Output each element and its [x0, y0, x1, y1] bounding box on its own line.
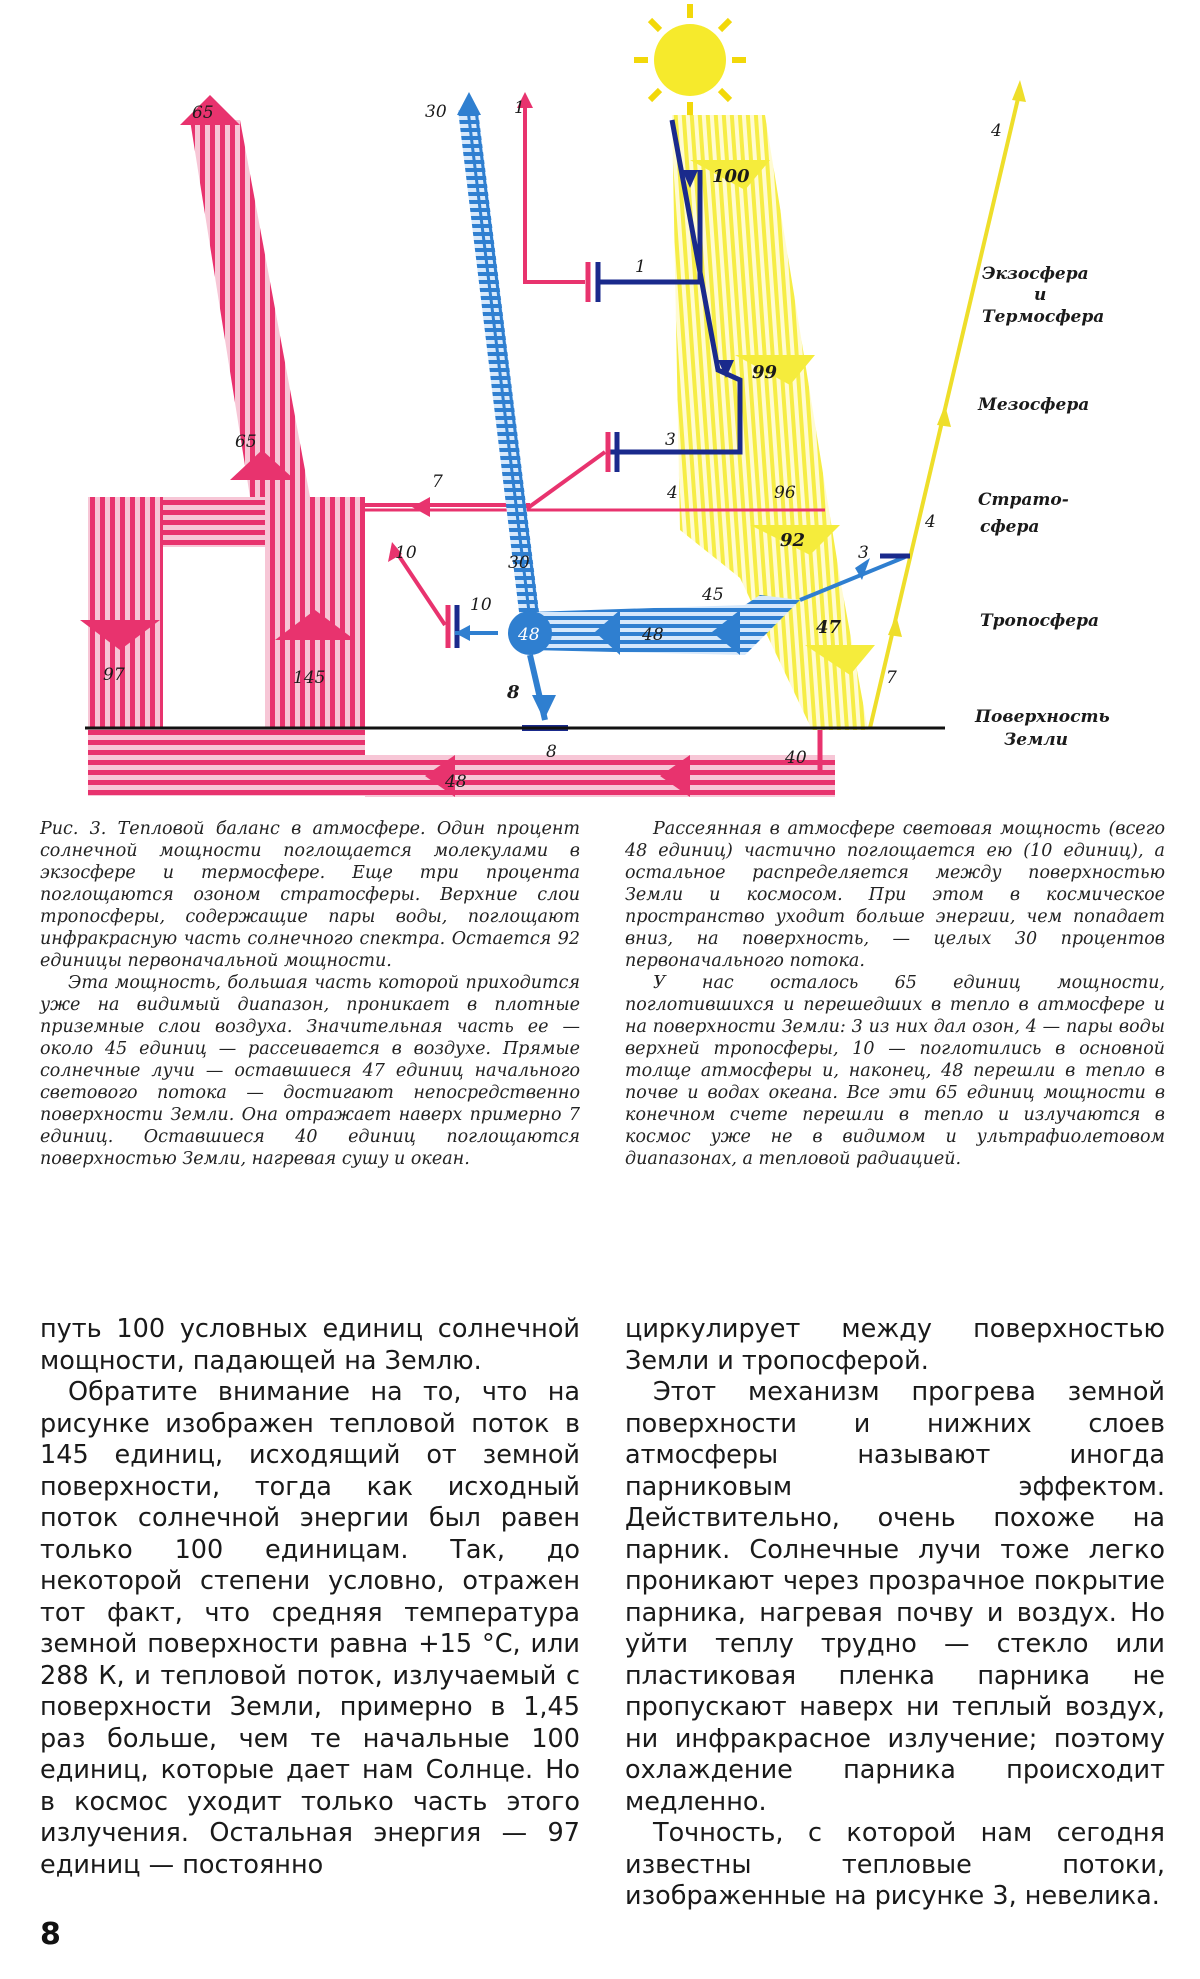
label-92: 92	[780, 530, 805, 551]
label-65-mid: 65	[235, 432, 257, 452]
pink-line-3	[525, 452, 605, 510]
body-paragraph: путь 100 условных единиц солнечной мощно…	[40, 1314, 580, 1377]
label-3: 3	[665, 430, 676, 450]
layer-mesosphere: Мезосфера	[977, 395, 1089, 415]
label-1-top: 1	[514, 98, 525, 118]
label-1: 1	[635, 257, 646, 277]
label-97: 97	[103, 665, 125, 685]
heat-box-bottom	[88, 728, 365, 796]
label-99: 99	[752, 362, 778, 383]
layer-surface-2: Земли	[1004, 730, 1068, 750]
label-10-left: 10	[470, 595, 492, 615]
reflected-arrowhead-mid	[937, 405, 951, 427]
caption-paragraph: Рис. 3. Тепловой баланс в атмосфере. Оди…	[40, 818, 580, 972]
label-30-mid: 30	[508, 553, 530, 573]
label-4-right: 4	[924, 512, 936, 532]
body-paragraph: Точность, с которой нам сегодня известны…	[625, 1818, 1165, 1913]
layer-exosphere: Экзосфера	[982, 264, 1089, 284]
body-paragraph: циркулирует между поверхностью Земли и т…	[625, 1314, 1165, 1377]
caption-paragraph: У нас осталось 65 единиц мощности, погло…	[625, 972, 1165, 1170]
label-100: 100	[712, 166, 750, 187]
label-40: 40	[784, 748, 807, 768]
label-4: 4	[666, 483, 678, 503]
label-4-top: 4	[990, 121, 1002, 141]
arrowhead-8-blue	[532, 695, 556, 720]
body-text-left: путь 100 условных единиц солнечной мощно…	[40, 1314, 580, 1881]
label-48-bottom: 48	[444, 772, 467, 792]
label-8-bottom: 8	[546, 742, 557, 762]
label-7-right: 7	[886, 668, 897, 688]
label-3-right: 3	[858, 543, 869, 563]
label-45: 45	[701, 585, 724, 605]
caption-paragraph: Эта мощность, большая часть которой прих…	[40, 972, 580, 1170]
body-paragraph: Этот механизм прогрева земной поверхност…	[625, 1377, 1165, 1818]
layer-stratosphere-1: Страто-	[978, 490, 1069, 510]
sun-icon	[634, 4, 746, 116]
reflected-arrowhead	[1012, 80, 1026, 102]
heat-column-97	[88, 497, 163, 727]
arrowhead-7	[412, 497, 430, 517]
heat-balance-diagram: 65 65 30 1 100 1 4 99 3 7 4 96 10 30 92 …	[0, 0, 1200, 820]
scattered-beam-horizontal	[530, 595, 800, 655]
layer-and: и	[1034, 285, 1046, 305]
label-30-top: 30	[425, 102, 447, 122]
reflected-arrowhead-low	[888, 615, 902, 637]
arrowhead-30-top	[457, 92, 481, 115]
label-10: 10	[395, 543, 417, 563]
label-65-top: 65	[192, 103, 214, 123]
page-number: 8	[40, 1917, 61, 1952]
figure-caption-right: Рассеянная в атмосфере световая мощность…	[625, 818, 1165, 1170]
layer-surface-1: Поверхность	[974, 707, 1110, 727]
label-8: 8	[506, 682, 520, 703]
caption-paragraph: Рассеянная в атмосфере световая мощность…	[625, 818, 1165, 972]
label-47: 47	[816, 617, 842, 638]
label-7: 7	[432, 472, 443, 492]
layer-stratosphere-2: сфера	[980, 517, 1039, 537]
body-paragraph: Обратите внимание на то, что на рисунке …	[40, 1377, 580, 1881]
label-48-arrow: 48	[641, 625, 664, 645]
label-145: 145	[293, 668, 325, 688]
body-text-right: циркулирует между поверхностью Земли и т…	[625, 1314, 1165, 1913]
label-96: 96	[774, 483, 796, 503]
pink-line-1	[525, 100, 585, 282]
layer-troposphere: Тропосфера	[980, 611, 1099, 631]
figure-caption-left: Рис. 3. Тепловой баланс в атмосфере. Оди…	[40, 818, 580, 1170]
label-48-center: 48	[517, 625, 540, 645]
layer-thermosphere: Термосфера	[982, 307, 1104, 327]
